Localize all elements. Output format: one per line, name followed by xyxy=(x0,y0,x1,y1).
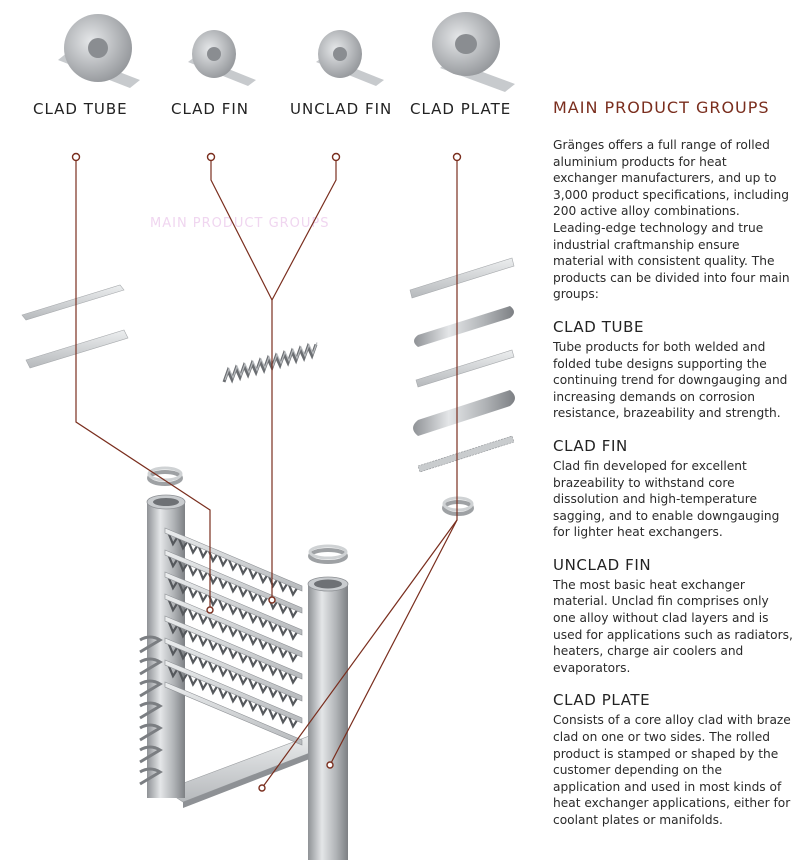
clad-plate-coil xyxy=(432,12,515,92)
ghost-title: MAIN PRODUCT GROUPS xyxy=(150,216,330,231)
section-clad-plate: CLAD PLATE Consists of a core alloy clad… xyxy=(553,691,793,828)
section-clad-tube: CLAD TUBE Tube products for both welded … xyxy=(553,318,793,422)
clad-plate-parts xyxy=(409,257,515,516)
clad-tube-strips xyxy=(21,284,129,369)
section-title: CLAD FIN xyxy=(553,436,628,455)
section-body: Consists of a core alloy clad with braze… xyxy=(553,713,791,827)
clad-tube-coil xyxy=(58,14,140,88)
section-unclad-fin: UNCLAD FIN The most basic heat exchanger… xyxy=(553,556,793,677)
section-title: UNCLAD FIN xyxy=(553,555,652,574)
label-clad-fin: CLAD FIN xyxy=(171,100,250,118)
heat-exchanger-diagram: MAIN PRODUCT GROUPS xyxy=(21,12,515,860)
section-clad-fin: CLAD FIN Clad fin developed for excellen… xyxy=(553,437,793,541)
section-body: Tube products for both welded and folded… xyxy=(553,339,788,421)
section-title: CLAD TUBE xyxy=(553,317,645,336)
unclad-fin-coil xyxy=(316,30,384,86)
clad-fin-coil xyxy=(188,30,256,86)
sidebar-title: MAIN PRODUCT GROUPS xyxy=(553,98,770,117)
connector-lines xyxy=(75,157,458,789)
connector-dots xyxy=(71,152,462,792)
corrugated-fin xyxy=(222,342,318,384)
label-clad-plate: CLAD PLATE xyxy=(410,100,512,118)
heat-exchanger xyxy=(139,466,349,860)
intro-text: Gränges offers a full range of rolled al… xyxy=(553,138,790,302)
section-title: CLAD PLATE xyxy=(553,691,651,710)
section-body: Clad fin developed for excellent brazeab… xyxy=(553,458,780,540)
section-body: The most basic heat exchanger material. … xyxy=(553,577,793,675)
label-clad-tube: CLAD TUBE xyxy=(33,100,128,118)
label-unclad-fin: UNCLAD FIN xyxy=(290,100,393,118)
description-panel: MAIN PRODUCT GROUPS Gränges offers a ful… xyxy=(553,98,793,844)
